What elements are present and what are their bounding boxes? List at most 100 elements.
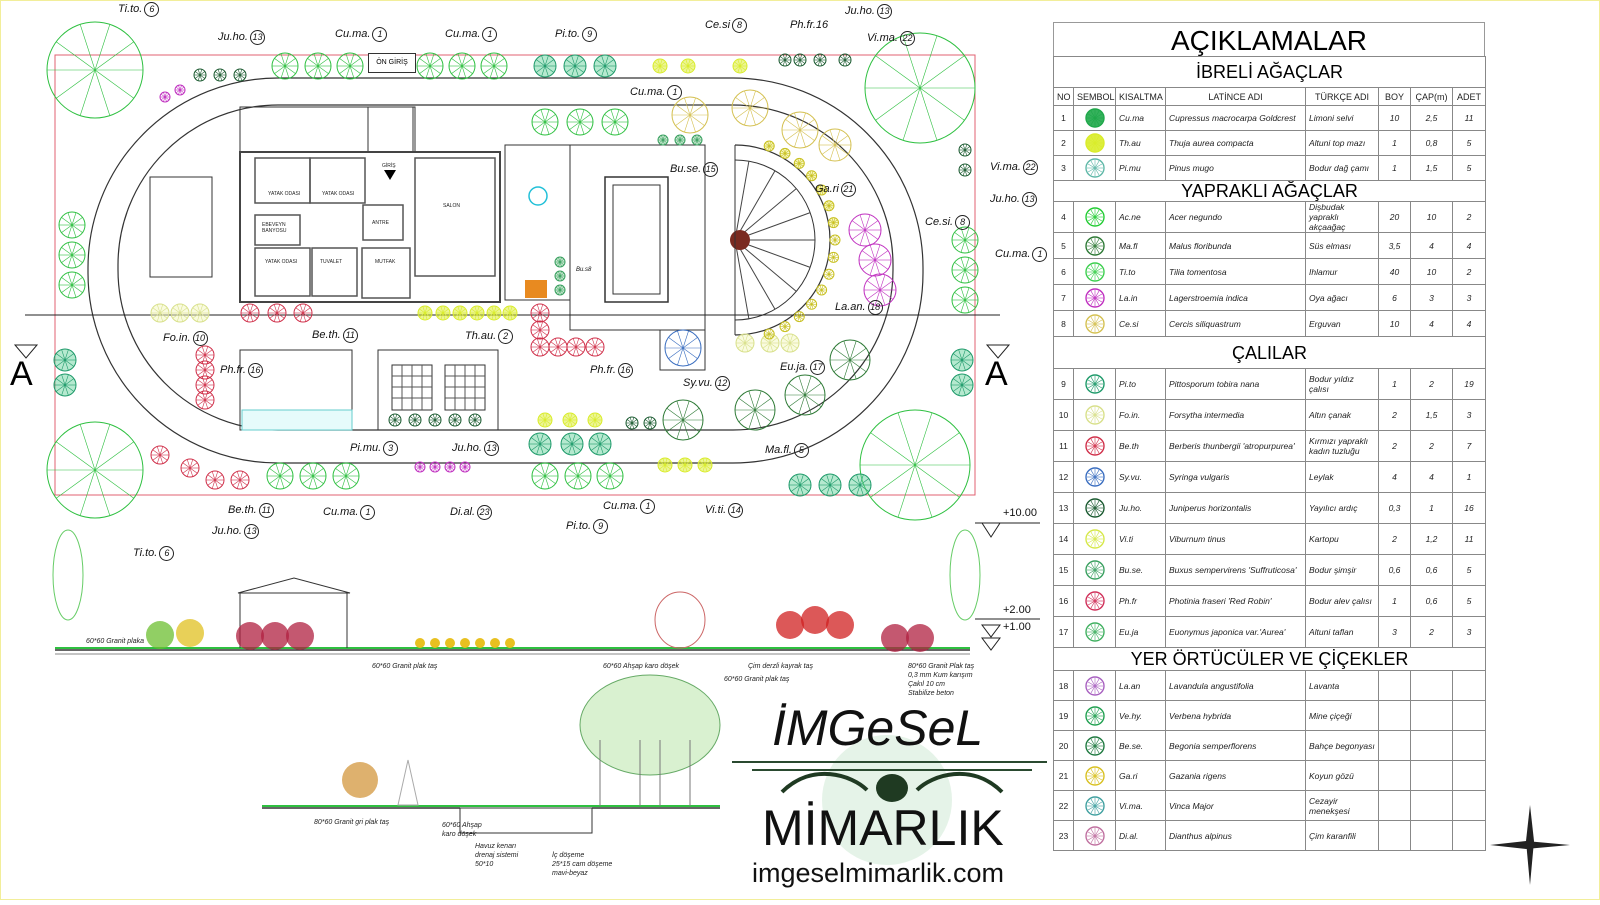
turkish-name: Oya ağacı [1305,284,1379,311]
plant-branch [594,415,601,421]
turkish-name: Cezayir menekşesi [1305,790,1379,821]
plant-branch [834,135,849,146]
turkish-name: Bodur dağ çamı [1305,155,1379,181]
plant-branch [534,468,546,477]
plant-branch [961,359,966,371]
plant-branch [199,74,203,81]
legend-section-title: YER ÖRTÜCÜLER VE ÇİÇEKLER [1052,647,1487,671]
plant-tag-code: Pi.mu. [350,442,382,454]
plant-branch [476,312,480,320]
shrub-elevation [261,622,289,650]
plant-branch [902,87,921,141]
plant-branch [317,65,329,74]
path-outer [87,77,924,464]
terrace [239,106,416,153]
plant-branch [668,347,684,359]
plant-branch [807,172,812,176]
plant-branch [604,65,615,73]
plant-branch [676,400,684,421]
plant-branch [798,394,806,415]
plant-branch [687,65,694,71]
plant-branch [284,65,290,79]
abbreviation: Fo.in. [1115,399,1166,431]
plant-branch [454,414,458,421]
count-value: 16 [1451,492,1487,524]
north-arrow-icon [1490,805,1570,885]
plant-branch [189,467,198,474]
plant-branch [302,304,307,314]
plant-branch [798,375,806,396]
plant-branch [874,259,889,270]
plant-branch [964,232,976,241]
plant-branch [219,69,223,76]
plant-branch [509,308,516,314]
plant-tag: Bu.se.15 [670,162,719,177]
plant-branch [64,378,75,386]
plant-branch [430,466,436,471]
plant-branch [489,53,495,67]
plant-branch [827,269,830,275]
plant-symbol-icon [1073,492,1116,524]
plant-tag-code: Ph.fr. [220,364,246,376]
plant-branch [784,321,787,327]
plant-branch [788,394,806,407]
plant-branch [569,419,573,427]
plant-branch [454,419,458,426]
plant-branch [554,346,559,356]
plant-branch [879,274,886,291]
abbreviation: Ti.to [1115,258,1166,285]
plant-branch [67,242,73,256]
plant-branch [821,289,826,294]
plant-branch [864,214,871,231]
room-label: TUVALET [320,259,343,265]
plant-branch [819,59,826,64]
plant-branch [493,312,497,320]
plant-branch [819,285,822,291]
plant-branch [769,145,774,150]
diameter-value: 2 [1410,616,1453,648]
plant-branch [194,74,201,79]
plant-branch [442,308,449,314]
plant-branch [856,484,861,496]
plant-branch [785,129,801,141]
plant-branch [567,413,571,421]
plant-branch [874,274,881,291]
plant-branch [422,312,426,320]
plant-branch [544,468,556,477]
plant-branch [574,65,579,77]
plant-branch [152,312,161,319]
plant-branch [914,464,933,518]
plant-branch [783,321,786,327]
plant-branch [163,92,166,98]
plant-branch [589,419,596,425]
plant-branch [94,441,135,471]
height-value: 2 [1378,430,1411,462]
turkish-name: Altın çanak [1305,399,1379,431]
count-value: 1 [1451,461,1487,493]
plant-branch [797,54,801,61]
plant-branch [156,454,161,464]
plant-branch [811,175,814,181]
plant-branch [61,284,73,293]
plant-branch [687,61,694,67]
plant-branch [864,229,879,240]
plant-branch [445,463,451,468]
plant-branch [284,65,296,74]
plant-branch [459,306,463,314]
turkish-name: Süs elması [1305,232,1379,259]
room-label: MUTFAK [375,259,396,265]
plant-branch [239,74,243,81]
plant-tag-code: Ma.fl. [765,444,792,456]
plant-symbol-icon [1073,284,1116,311]
plant-branch [159,312,164,322]
plant-branch [649,422,656,427]
plant-branch [592,413,596,421]
plant-branch [744,90,751,109]
row-number: 3 [1053,155,1074,181]
plant-branch [595,59,606,67]
abbreviation: Ac.ne [1115,201,1166,233]
plant-branch [575,346,580,356]
plaza-radial [734,239,750,319]
plant-branch [649,419,656,424]
